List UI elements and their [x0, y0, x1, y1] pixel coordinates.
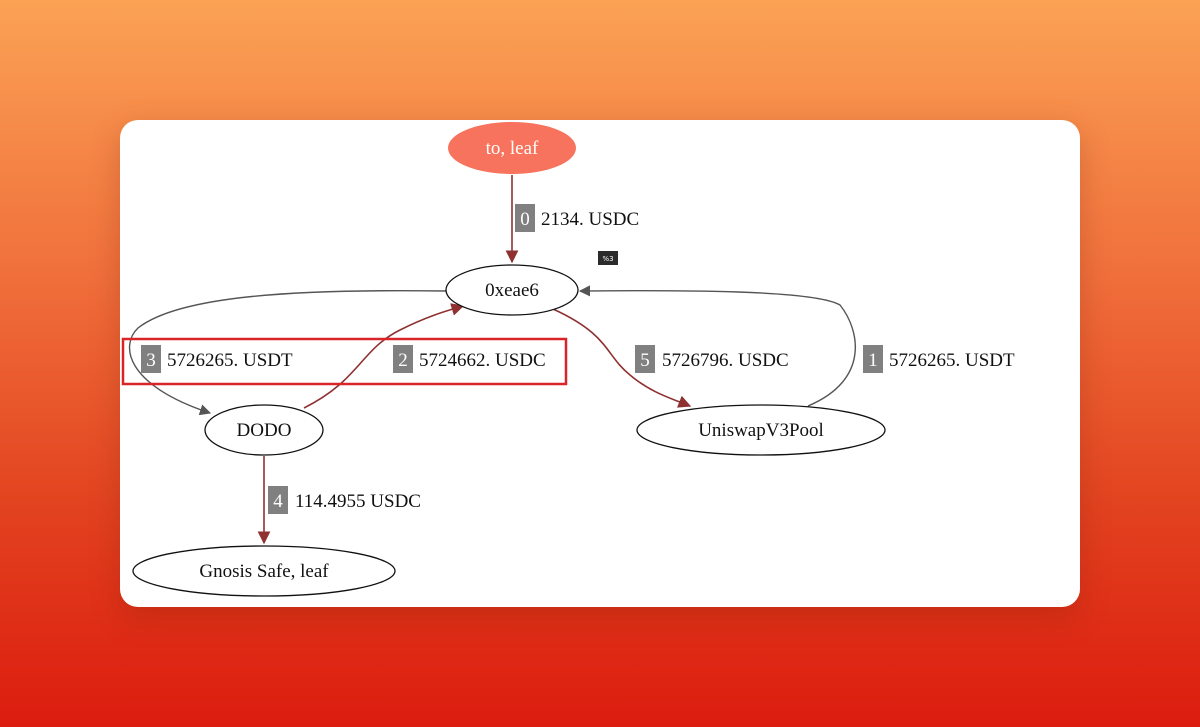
edge-4-index: 4 [273, 491, 283, 512]
node-uniswapv3pool-label: UniswapV3Pool [698, 420, 824, 441]
node-gnosis-safe-leaf-label: Gnosis Safe, leaf [199, 561, 329, 582]
edge-5 [552, 308, 692, 408]
node-to-leaf-label: to, leaf [486, 138, 539, 159]
node-0xeae6-label: 0xeae6 [485, 280, 539, 301]
edge-label-5: 5 5726796. USDC [635, 345, 789, 373]
edge-4-badge [268, 486, 288, 514]
edge-label-0: 0 2134. USDC [515, 204, 639, 232]
edge-1 [578, 285, 856, 407]
node-to-leaf[interactable]: to, leaf [448, 122, 576, 174]
edge-5-amount: 5726796. USDC [662, 350, 789, 371]
diagram-card [120, 120, 1080, 607]
edge-5-index: 5 [640, 350, 650, 371]
graph-tag: %3 [598, 251, 618, 265]
edge-1-amount: 5726265. USDT [889, 350, 1015, 371]
edge-3-index: 3 [146, 350, 156, 371]
edge-label-4: 4 114.4955 USDC [268, 486, 421, 514]
edge-4-amount: 114.4955 USDC [295, 491, 421, 512]
edge-label-3: 3 5726265. USDT [141, 345, 293, 373]
edge-1-index: 1 [868, 350, 878, 371]
node-dodo[interactable]: DODO [204, 404, 324, 456]
node-dodo-label: DODO [237, 420, 292, 441]
edge-3-badge [141, 345, 161, 373]
edge-label-2: 2 5724662. USDC [393, 345, 546, 373]
edge-1-badge [863, 345, 883, 373]
node-uniswapv3pool[interactable]: UniswapV3Pool [636, 404, 886, 456]
edge-3 [128, 289, 447, 416]
edge-3-amount: 5726265. USDT [167, 350, 293, 371]
edge-2-amount: 5724662. USDC [419, 350, 546, 371]
edge-0-badge [515, 204, 535, 232]
edge-label-1: 1 5726265. USDT [863, 345, 1015, 373]
edge-2 [303, 303, 465, 409]
node-gnosis-safe-leaf[interactable]: Gnosis Safe, leaf [132, 545, 396, 597]
graph-tag-text: %3 [602, 255, 613, 263]
highlight-box [121, 337, 568, 386]
edge-0-index: 0 [520, 209, 530, 230]
edge-0-amount: 2134. USDC [541, 209, 639, 230]
edge-2-badge [393, 345, 413, 373]
edge-2-index: 2 [398, 350, 408, 371]
edge-5-badge [635, 345, 655, 373]
node-0xeae6[interactable]: 0xeae6 [445, 264, 579, 316]
